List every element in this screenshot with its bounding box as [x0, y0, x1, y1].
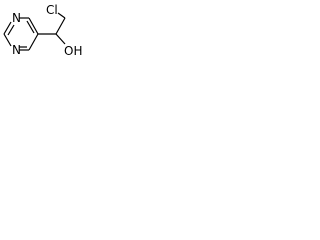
chemical-structure-diagram: N N Cl OH: [3, 3, 82, 58]
pyrazine-ring: [3, 17, 39, 51]
ring-bond-c1-c2-double: [26, 20, 35, 34]
ring-nitrogen-bottom-label: N: [12, 43, 21, 57]
chlorine-label: Cl: [46, 3, 58, 17]
ring-bond-c1-c2: [28, 17, 39, 35]
bond-ch-to-ch2: [55, 17, 66, 35]
ring-bond-c4-c5: [3, 33, 12, 47]
bond-ch-to-oh: [55, 33, 66, 45]
ring-bond-n3-c4-double: [7, 24, 15, 36]
hydroxyl-label: OH: [64, 44, 82, 58]
ring-bond-n6-c1: [28, 33, 39, 51]
ring-bond-n3-c4: [3, 21, 12, 35]
bond-ch2-to-cl: [57, 12, 66, 19]
ring-nitrogen-top-label: N: [12, 11, 21, 25]
